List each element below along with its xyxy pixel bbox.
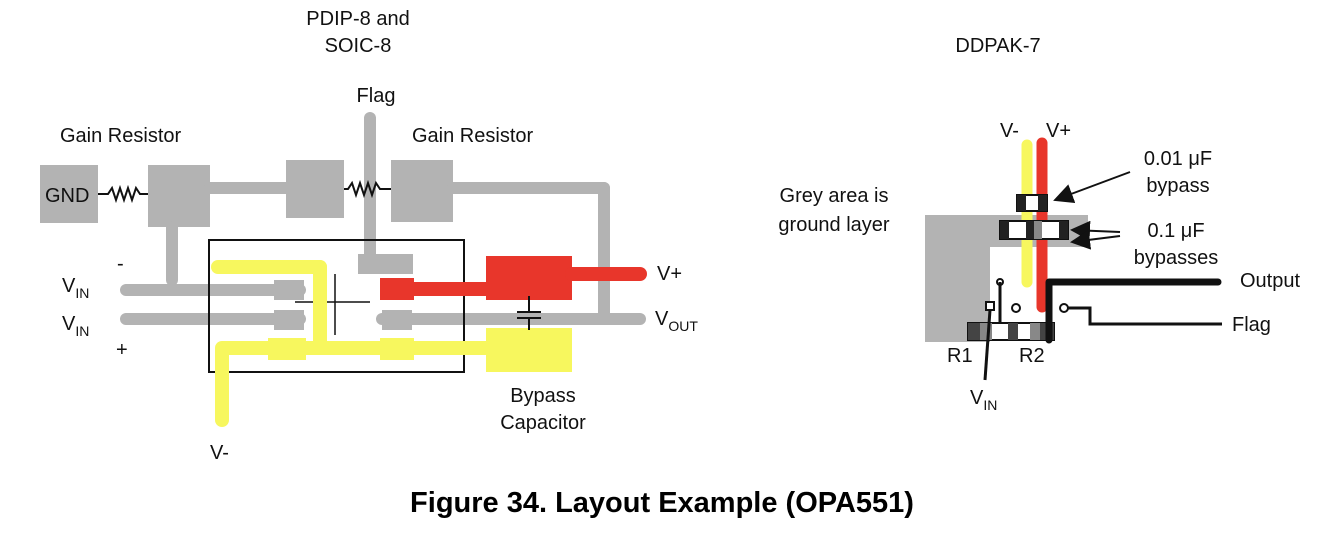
package-outline — [208, 239, 465, 373]
pin-pad-vin-plus — [274, 310, 304, 330]
resistors-r1-r2 — [967, 322, 1055, 341]
vin-plus-sub: IN — [75, 323, 89, 339]
ground-note-line1: Grey area is — [780, 185, 889, 207]
gain-resistor-left — [98, 184, 148, 204]
gnd-pad — [40, 165, 98, 223]
cap-0p1uf-pair — [999, 220, 1069, 240]
vin-minus-main: V — [62, 275, 76, 297]
vminus-label-right: V- — [1000, 120, 1019, 142]
bypass-capacitor-symbol — [517, 296, 541, 330]
vin-label-right: VIN — [970, 387, 997, 413]
vminus-label-left: V- — [210, 442, 229, 464]
flag-label-left: Flag — [357, 85, 396, 107]
output-trace — [1045, 278, 1222, 344]
r1-label: R1 — [947, 345, 973, 367]
pin-vin — [985, 301, 995, 311]
ddpak-title: DDPAK-7 — [955, 35, 1040, 57]
vin-right-sub: IN — [983, 397, 997, 413]
pin-pad-flag — [358, 254, 413, 274]
vin-plus-label: VIN — [62, 313, 89, 339]
pin-pad-vout — [382, 310, 412, 330]
bypass-capacitor-pad — [486, 328, 572, 372]
cap-small-line2: bypass — [1146, 175, 1209, 197]
cap-large-line2: bypasses — [1134, 247, 1219, 269]
vplus-label-right: V+ — [1046, 120, 1071, 142]
ground-note-line2: ground layer — [778, 214, 890, 236]
output-label: Output — [1240, 270, 1300, 292]
gain-resistor-right — [344, 179, 391, 199]
package-title-line1: PDIP-8 and — [306, 8, 409, 30]
vin-plus-main: V — [62, 313, 76, 335]
arrow-0p01uf — [1053, 171, 1131, 204]
gain-resistor-label-right: Gain Resistor — [412, 125, 533, 147]
vout-main: V — [655, 308, 669, 330]
r2-label: R2 — [1019, 345, 1045, 367]
vplus-trace — [380, 256, 647, 300]
flag-trace — [1068, 306, 1222, 326]
vin-minus-label: VIN — [62, 275, 89, 301]
pin-mid — [1011, 303, 1021, 313]
pin-flag — [1059, 303, 1069, 313]
vout-sub: OUT — [668, 318, 698, 334]
gain-resistor-pad-right — [391, 160, 453, 222]
vin-minus-sub: IN — [75, 285, 89, 301]
pin-pad-vplus — [380, 278, 414, 300]
pdip-soic-layout: PDIP-8 and SOIC-8 Flag Gain Resistor Gai… — [40, 8, 698, 464]
pin-pad-vminus-a — [268, 338, 306, 360]
ddpak-layout: DDPAK-7 V- V+ 0.01 μF bypass Grey area i… — [778, 35, 1300, 413]
pin-pad-vin-minus — [274, 280, 304, 300]
gnd-label: GND — [45, 185, 89, 207]
gain-resistor-label-left: Gain Resistor — [60, 125, 181, 147]
ground-traces — [40, 112, 646, 330]
cap-large-line1: 0.1 μF — [1147, 220, 1204, 242]
cap-0p01uf — [1016, 194, 1048, 212]
middle-pad — [286, 160, 344, 218]
bypass-label-line1: Bypass — [510, 385, 576, 407]
flag-label-right: Flag — [1232, 314, 1271, 336]
arrow-0p1uf-b — [1070, 229, 1121, 250]
vin-trace — [983, 309, 992, 381]
gain-resistor-pad-left — [148, 165, 210, 227]
vin-right-main: V — [970, 387, 984, 409]
pin-pad-vminus-b — [380, 338, 414, 360]
plus-sign: + — [116, 339, 128, 361]
bypass-label-line2: Capacitor — [500, 412, 586, 434]
package-title-line2: SOIC-8 — [325, 35, 392, 57]
vout-label: VOUT — [655, 308, 698, 334]
figure-caption: Figure 34. Layout Example (OPA551) — [410, 487, 914, 519]
vminus-trace — [211, 260, 572, 427]
vplus-pad — [486, 256, 572, 300]
minus-sign: - — [117, 253, 124, 275]
vplus-label-left: V+ — [657, 263, 682, 285]
cap-small-line1: 0.01 μF — [1144, 148, 1212, 170]
